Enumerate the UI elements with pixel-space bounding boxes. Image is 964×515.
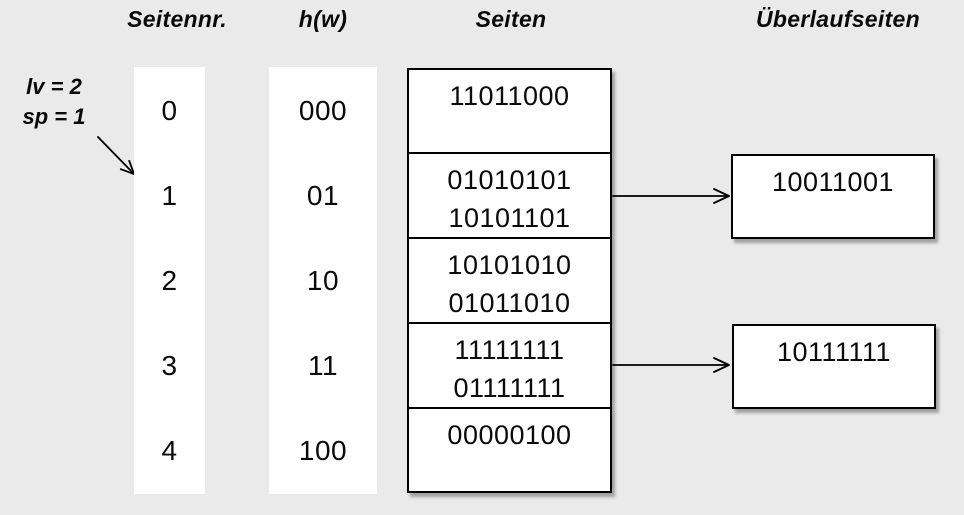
page-number: 0: [161, 95, 178, 126]
level-value: lv = 2: [26, 74, 82, 99]
split-pointer-arrow-icon: [97, 136, 135, 175]
hash-value-column-strip: [269, 67, 377, 494]
page-number-column-strip: [134, 67, 205, 494]
page-number: 2: [161, 265, 178, 296]
bucket-entry: 00000100: [447, 420, 572, 450]
page-number: 4: [161, 435, 178, 466]
pages-table: 11011000 01010101 10101101 10101010 0101…: [407, 68, 612, 493]
column-header-pages: Seiten: [475, 6, 547, 32]
bucket-row: 10101010 01011010: [409, 237, 610, 322]
bucket-entry: 11011000: [449, 81, 570, 111]
page-number: 3: [161, 350, 178, 381]
bucket-entry: 01011010: [448, 288, 571, 318]
overflow-arrow-row3-icon: [612, 357, 730, 373]
hash-value: 100: [298, 435, 348, 466]
bucket-entry: 01111111: [453, 373, 566, 403]
overflow-page-row3: 10111111: [732, 324, 936, 409]
hash-value: 11: [307, 350, 339, 381]
bucket-row: 11111111 01111111: [409, 322, 610, 407]
column-header-overflow-pages: Überlaufseiten: [756, 6, 920, 32]
split-pointer-value: sp = 1: [22, 104, 86, 129]
bucket-entry: 10101101: [448, 203, 571, 233]
hash-value: 10: [306, 265, 340, 296]
overflow-entry: 10011001: [771, 167, 895, 197]
bucket-entry: 01010101: [447, 165, 572, 195]
bucket-row: 00000100: [409, 407, 610, 491]
bucket-row: 11011000: [409, 70, 610, 152]
hash-value: 01: [306, 180, 340, 211]
state-annotation: lv = 2 sp = 1: [8, 72, 100, 132]
page-number: 1: [161, 180, 178, 211]
column-header-hash-function: h(w): [298, 6, 348, 32]
bucket-entry: 11111111: [454, 335, 565, 365]
column-header-page-number: Seitennr.: [127, 6, 227, 32]
hash-value: 000: [298, 95, 348, 126]
overflow-entry: 10111111: [776, 337, 892, 367]
bucket-row: 01010101 10101101: [409, 152, 610, 237]
overflow-page-row1: 10011001: [731, 154, 935, 239]
bucket-entry: 10101010: [447, 250, 572, 280]
overflow-arrow-row1-icon: [612, 188, 730, 204]
